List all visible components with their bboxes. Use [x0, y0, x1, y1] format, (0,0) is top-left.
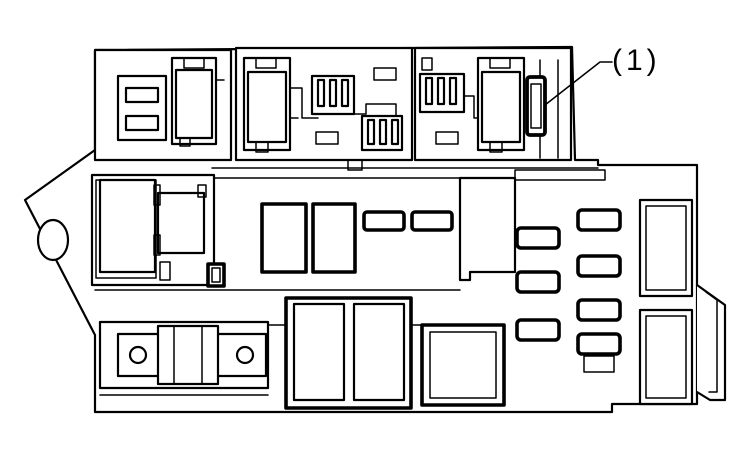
relay-terminal — [124, 114, 160, 132]
mini-fuse — [362, 210, 406, 232]
mini-fuse — [576, 298, 622, 322]
maxi-fuse — [260, 202, 308, 274]
bolt-terminal-icon — [128, 345, 148, 365]
mini-fuse — [410, 210, 454, 232]
callout-label: (1) — [612, 44, 661, 77]
relay-block-center — [458, 176, 517, 282]
bolt-terminal-icon — [235, 345, 255, 365]
side-latch — [695, 283, 727, 402]
maxi-fuse — [311, 202, 357, 274]
relay-tall — [638, 198, 694, 298]
highlighted-fuse — [525, 75, 547, 137]
relay-bottom — [420, 323, 506, 407]
relay-terminal — [124, 86, 160, 104]
mini-fuse — [515, 270, 561, 294]
mini-fuse — [576, 332, 622, 356]
mini-fuse — [576, 208, 622, 232]
mounting-hole — [36, 218, 70, 262]
mini-fuse — [576, 254, 622, 278]
callout-leader-line — [544, 61, 613, 106]
relay-tall — [638, 308, 694, 406]
mini-fuse — [515, 318, 561, 342]
mini-fuse — [515, 226, 561, 250]
